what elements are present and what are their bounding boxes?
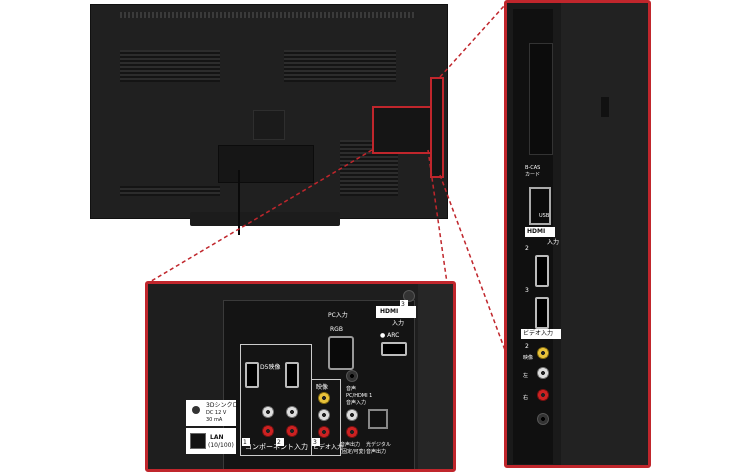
video-num-badge xyxy=(312,438,320,446)
headphone-jack[interactable] xyxy=(537,413,549,425)
video-num: 3 xyxy=(313,439,317,446)
d5-port-1[interactable] xyxy=(245,362,259,388)
comp1-num-badge xyxy=(242,438,250,446)
side-video-jack[interactable] xyxy=(537,347,549,359)
tv-vent-right xyxy=(284,50,396,82)
sync-port[interactable] xyxy=(192,406,200,414)
side-left-text: 左 xyxy=(523,373,529,379)
side-right-text: 右 xyxy=(523,395,529,401)
side-hdmi-logo: HDMI xyxy=(527,228,546,235)
tv-vent-bottom-left xyxy=(120,186,220,196)
component-input-label: コンポーネント入力 xyxy=(245,443,308,451)
lan-port[interactable] xyxy=(190,433,206,449)
audio-out-l-jack[interactable] xyxy=(346,409,358,421)
hdmi-arc-label: ● ARC xyxy=(380,332,400,339)
component-l-jack[interactable] xyxy=(262,406,274,418)
comp1-num: 1 xyxy=(243,439,247,446)
screw-icon xyxy=(403,290,415,302)
zoom-side-panel: B-CAS カード USB HDMI 入力 2 3 ビデオ入力 2 映像 左 右 xyxy=(504,0,651,468)
hdmi-num: 3 xyxy=(401,301,405,308)
hdmi-3-port[interactable] xyxy=(381,342,407,356)
d5-label: D5映像 xyxy=(260,364,281,371)
tv-side-ports-highlight xyxy=(430,77,444,178)
audio-out-r-jack[interactable] xyxy=(346,426,358,438)
panel-edge xyxy=(418,284,453,469)
component-r-jack[interactable] xyxy=(262,425,274,437)
pc-input-label: PC入力 xyxy=(328,312,348,319)
video-group-frame xyxy=(311,379,341,456)
sync-spec: DC 12 V 30 mA xyxy=(206,410,227,423)
optical-out-label: 光デジタル 音声出力 xyxy=(366,442,391,455)
video-r-jack[interactable] xyxy=(318,426,330,438)
side-hdmi-badge xyxy=(525,227,555,237)
comp2-num: 2 xyxy=(277,439,281,446)
bcas-label: B-CAS カード xyxy=(525,165,541,178)
hdmi-side-port[interactable] xyxy=(535,297,549,329)
side-hdmi-input-label: 入力 xyxy=(547,239,560,246)
lan-label: LAN xyxy=(210,434,224,441)
tv-power-cable xyxy=(238,170,240,235)
side-video-badge xyxy=(521,329,561,339)
tv-vent-left xyxy=(120,50,220,82)
sync-label: 3Dシンクロ xyxy=(206,402,239,409)
side-audio-r-jack[interactable] xyxy=(537,389,549,401)
video-input-label: ビデオ入力 xyxy=(313,444,344,451)
audio-out-label: 音声出力 (固定/可変) xyxy=(340,442,366,455)
video-l-jack[interactable] xyxy=(318,409,330,421)
tv-ports-highlight xyxy=(372,106,432,154)
side-hdmi-num-2: 2 xyxy=(525,245,529,252)
tv-stand-mount xyxy=(218,145,314,183)
side-bezel-outer xyxy=(561,3,648,465)
tv-top-vent xyxy=(120,12,416,18)
d5-port-2[interactable] xyxy=(285,362,299,388)
usb-label: USB xyxy=(539,213,550,219)
bcas-slot[interactable] xyxy=(529,43,553,155)
hdmi-num-badge xyxy=(400,300,408,308)
lan-spec: (10/100) xyxy=(208,442,234,449)
side-video-input-label: ビデオ入力 xyxy=(523,330,554,337)
comp2-num-badge xyxy=(276,438,284,446)
side-hdmi-num-3: 3 xyxy=(525,287,529,294)
component2-l-jack[interactable] xyxy=(286,406,298,418)
side-audio-l-jack[interactable] xyxy=(537,367,549,379)
component2-r-jack[interactable] xyxy=(286,425,298,437)
side-clip xyxy=(601,97,609,117)
hdmi-2-port[interactable] xyxy=(535,255,549,287)
tv-stand-neck xyxy=(253,110,285,140)
hdmi-logo: HDMI xyxy=(380,308,399,315)
video-label: 映像 xyxy=(316,384,329,391)
optical-out-port[interactable] xyxy=(368,409,388,429)
side-video-text: 映像 xyxy=(523,355,534,361)
hdmi-logo-badge xyxy=(376,306,416,318)
usb-port[interactable] xyxy=(529,187,551,225)
tv-stand-base xyxy=(190,212,340,226)
pc-audio-jack[interactable] xyxy=(346,370,358,382)
hdmi-input-label: 入力 xyxy=(392,320,405,327)
rgb-port[interactable] xyxy=(328,336,354,370)
rgb-label: RGB xyxy=(330,326,343,333)
pc-audio-label: 音声 PC/HDMI 1 音声入力 xyxy=(346,386,373,406)
video-jack[interactable] xyxy=(318,392,330,404)
side-video-num: 2 xyxy=(525,343,529,350)
zoom-terminal-panel: D5映像 コンポーネント入力 映像 ビデオ入力 音声出力 (固定/可変) 光デジ… xyxy=(145,281,456,472)
